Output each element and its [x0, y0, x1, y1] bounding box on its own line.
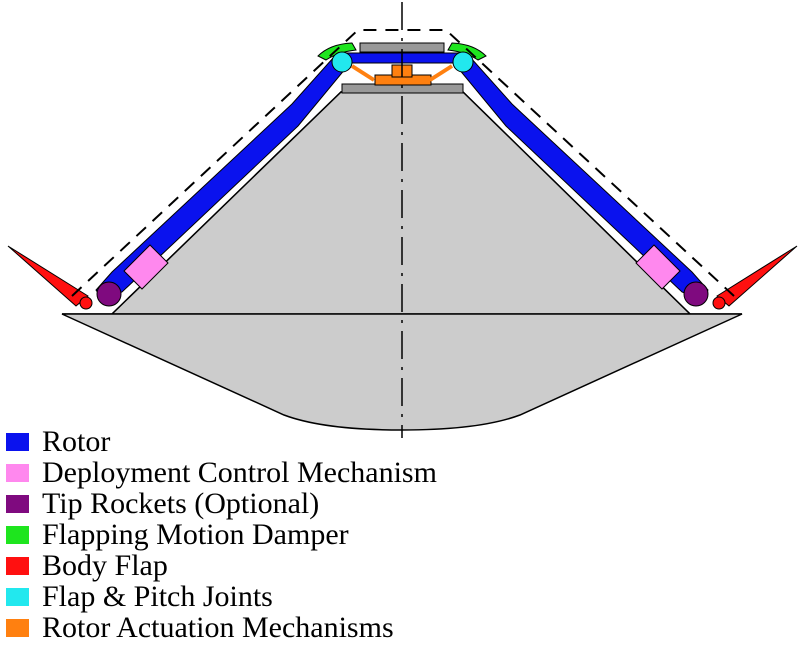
- legend-swatch: [6, 619, 29, 637]
- body-flap-hinge-right: [712, 296, 726, 310]
- flap-pitch-joint-left: [331, 51, 353, 73]
- legend-label: Tip Rockets (Optional): [42, 487, 320, 520]
- legend-swatch: [6, 433, 29, 451]
- actuator-link-right: [428, 64, 454, 82]
- legend-label: Body Flap: [42, 549, 168, 582]
- body-flap-right: [716, 245, 798, 307]
- body-flap-left: [7, 245, 89, 307]
- flap-pitch-joint-right: [452, 51, 474, 73]
- legend-swatch: [6, 526, 29, 544]
- legend-swatch: [6, 557, 29, 575]
- legend-swatch: [6, 588, 29, 606]
- tip-rocket-left: [96, 281, 122, 307]
- flapping-damper-left: [317, 42, 357, 61]
- legend-swatch: [6, 464, 29, 482]
- deployment-control-right: [635, 244, 681, 290]
- legend-label: Deployment Control Mechanism: [42, 456, 437, 489]
- body-flap-hinge-left: [79, 296, 93, 310]
- deployment-control-left: [123, 244, 169, 290]
- legend-swatch: [6, 495, 29, 513]
- tip-rocket-right: [683, 281, 709, 307]
- legend-label: Flap & Pitch Joints: [42, 580, 273, 613]
- legend-label: Rotor Actuation Mechanisms: [42, 611, 394, 644]
- flapping-damper-right: [447, 42, 487, 61]
- actuator-link-left: [350, 64, 376, 82]
- legend-label: Flapping Motion Damper: [42, 518, 349, 551]
- legend-label: Rotor: [42, 425, 111, 458]
